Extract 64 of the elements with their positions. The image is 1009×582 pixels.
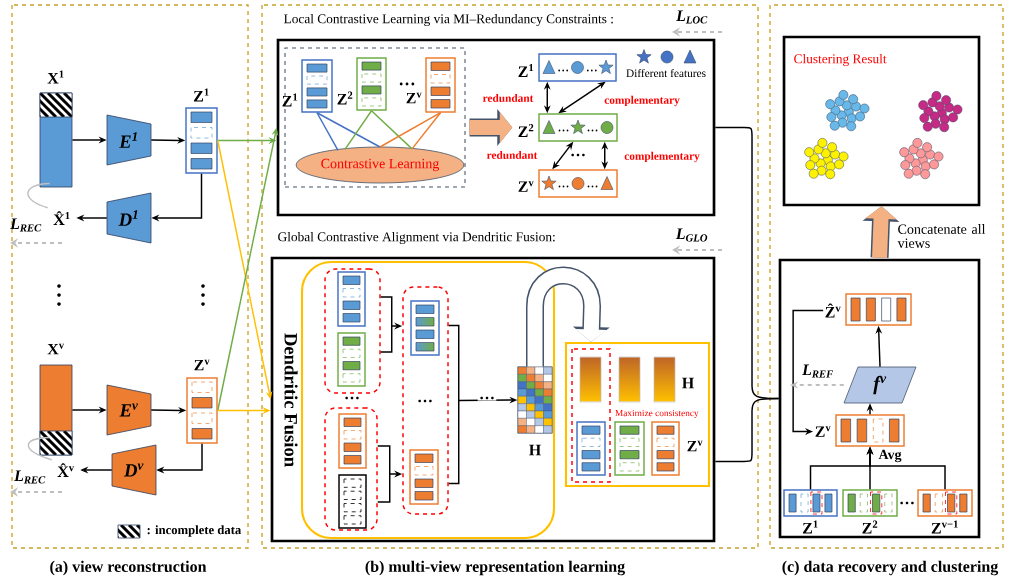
- connector-line: [316, 112, 381, 148]
- ellipsis: …: [571, 153, 585, 157]
- variable-label: Z$^{v−1}$: [931, 520, 958, 534]
- ellipsis: …: [399, 82, 415, 86]
- variable-label: H: [682, 377, 694, 389]
- group-box: [284, 47, 466, 188]
- module-box: [778, 258, 981, 539]
- loss-label: L$_{REC}$: [10, 218, 42, 232]
- connector-line: [27, 182, 51, 209]
- ellipsis: …: [418, 399, 432, 403]
- ellipsis: …: [900, 501, 914, 505]
- variable-label: Z$^{v}$: [518, 181, 534, 192]
- loss-label: L$_{GLO}$: [675, 228, 708, 242]
- variable-label: Z$^{v}$: [406, 92, 422, 104]
- variable-label: Z$^{v}$: [815, 426, 831, 437]
- variable-label: Z$^{2}$: [337, 91, 353, 105]
- variable-label: Z$^{2}$: [862, 520, 878, 534]
- variable-label: Z$^{v}$: [194, 359, 210, 371]
- encoder-trapezoid: E$^{1}$: [106, 114, 152, 166]
- edge-label: Avg: [877, 448, 903, 464]
- variable-label: X̂$^{1}$: [53, 211, 70, 225]
- edge-label: L$_{REF}$: [800, 363, 836, 379]
- variable-label: Z$^{v}$: [687, 440, 703, 452]
- edge-label: redundant: [485, 149, 539, 161]
- connector-line: [370, 110, 413, 150]
- variable-label: Z$^{1}$: [518, 64, 534, 77]
- variable-label: Ẑ$^{v}$: [825, 303, 841, 318]
- variable-label: Z$^{1}$: [193, 88, 209, 102]
- loss-label: L$_{REC}$: [14, 470, 46, 484]
- rotated-heading: Dendritic Fusion: [284, 333, 298, 467]
- edge-label: redundant: [481, 92, 535, 104]
- variable-label: H: [529, 444, 541, 456]
- connector-line: [411, 112, 442, 150]
- connector-line: [379, 112, 442, 148]
- ellipsis: …: [345, 396, 359, 400]
- legend-label: Different features: [626, 68, 706, 78]
- section-heading: Local Contrastive Learning via MI–Redundancy Constraints :: [284, 13, 613, 27]
- panel-caption: (a) view reconstruction: [50, 560, 207, 576]
- loss-label: L$_{LOC}$: [676, 10, 708, 24]
- box-heading: Clustering Result: [794, 53, 887, 67]
- variable-label: X̂$^{v}$: [57, 463, 75, 477]
- decoder-trapezoid: D$^{v}$: [111, 444, 157, 496]
- connector-line: [344, 110, 373, 151]
- variable-label: Z$^{2}$: [518, 124, 534, 137]
- panel-caption: (b) multi-view representation learning: [365, 560, 625, 576]
- edge-label: …: [477, 395, 497, 401]
- variable-label: Z$^{1}$: [282, 93, 298, 107]
- variable-label: X$^{v}$: [47, 343, 65, 355]
- edge-label: complementary: [622, 150, 702, 164]
- block-arrow: [526, 266, 610, 367]
- edge-label: Concatenate all views: [896, 222, 997, 250]
- variable-label: Z$^{1}$: [802, 520, 818, 534]
- function-parallelogram: f$^{v}$: [843, 366, 917, 404]
- note-text: Maximize consistency: [615, 409, 699, 419]
- panel-caption: (c) data recovery and clustering: [782, 560, 999, 576]
- decoder-trapezoid: D$^{1}$: [106, 192, 152, 244]
- legend-label: : incomplete data: [147, 525, 242, 537]
- variable-label: X$^{1}$: [47, 70, 64, 84]
- encoder-trapezoid: E$^{v}$: [106, 384, 152, 436]
- connector-line: [27, 436, 53, 461]
- edge-label: complementary: [602, 94, 682, 108]
- section-heading: Global Contrastive Alignment via Dendritic Fusion:: [278, 231, 555, 245]
- connector-line: [714, 397, 780, 463]
- connector-line: [316, 112, 339, 152]
